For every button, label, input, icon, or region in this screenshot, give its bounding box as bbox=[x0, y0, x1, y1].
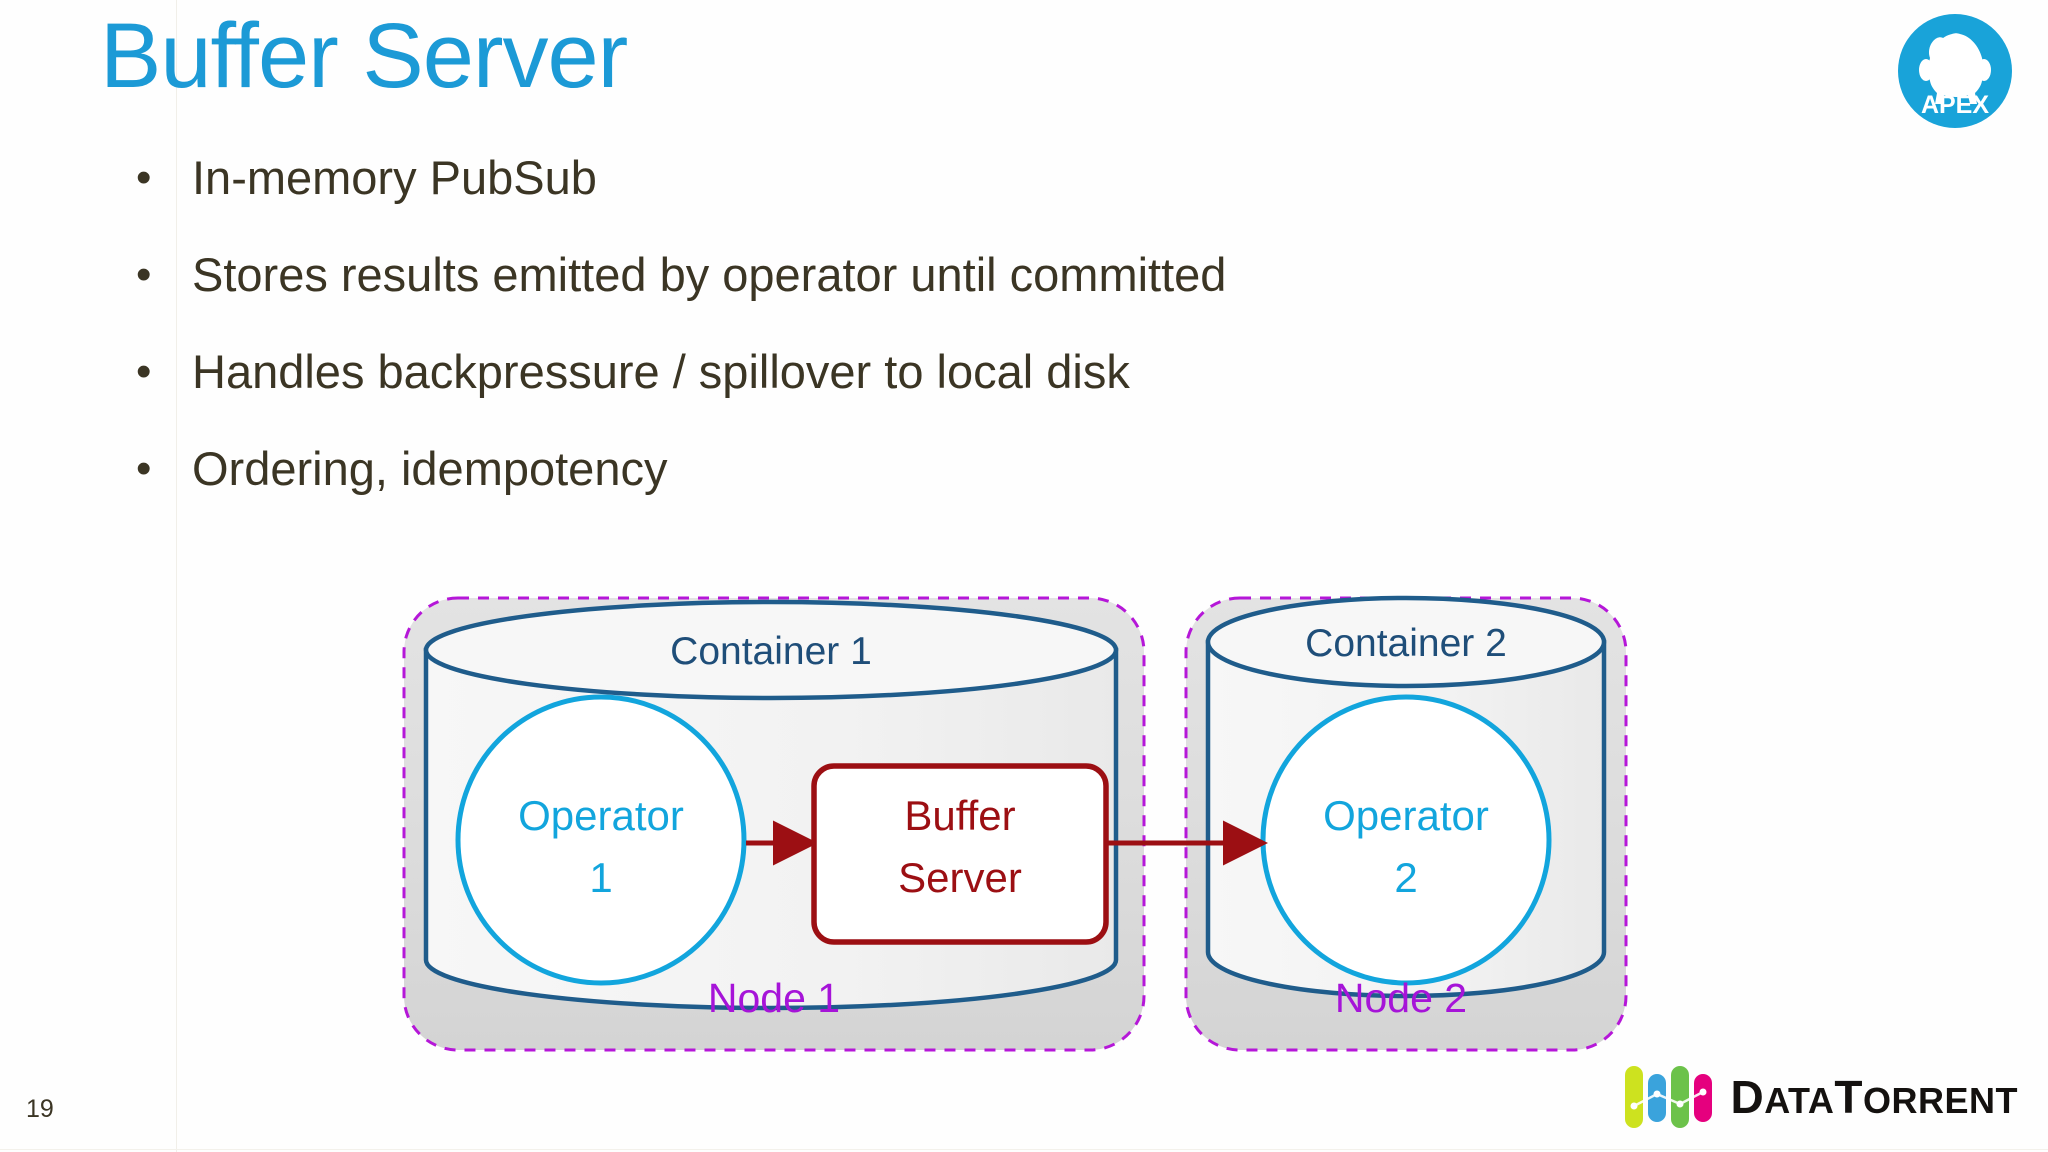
buffer-server-label-line1: Buffer bbox=[904, 792, 1015, 839]
list-item: • Stores results emitted by operator unt… bbox=[120, 247, 1820, 344]
container-1-label: Container 1 bbox=[670, 630, 872, 673]
container-1-top bbox=[423, 599, 1119, 701]
diagram-svg: Container 1 Operator 1 Buffer Server Nod… bbox=[402, 595, 1628, 1052]
datatorrent-wordmark-orrent: ORRENT bbox=[1863, 1080, 2018, 1121]
node-2: Container 2 Operator 2 Node 2 bbox=[1184, 595, 1628, 1052]
operator-2-label-line1: Operator bbox=[1323, 792, 1489, 839]
bullet-text: Ordering, idempotency bbox=[192, 442, 668, 495]
operator-2: Operator 2 bbox=[1260, 694, 1552, 986]
buffer-server-label-line2: Server bbox=[898, 854, 1022, 901]
datatorrent-wordmark-ata: ATA bbox=[1764, 1080, 1835, 1121]
bullet-text: In-memory PubSub bbox=[192, 151, 597, 204]
operator-1-label-line1: Operator bbox=[518, 792, 684, 839]
list-item: • Handles backpressure / spillover to lo… bbox=[120, 344, 1820, 441]
bullet-marker-icon: • bbox=[136, 444, 152, 493]
container-2-label: Container 2 bbox=[1305, 622, 1507, 665]
operator-1: Operator 1 bbox=[455, 694, 747, 986]
buffer-server-box bbox=[811, 763, 1109, 945]
page-title: Buffer Server bbox=[100, 5, 628, 107]
datatorrent-wordmark-d: D bbox=[1730, 1071, 1765, 1123]
operator-2-circle bbox=[1260, 694, 1552, 986]
bullet-marker-icon: • bbox=[136, 153, 152, 202]
list-item: • In-memory PubSub bbox=[120, 150, 1820, 247]
node-1-label: Node 1 bbox=[708, 975, 840, 1021]
bullet-marker-icon: • bbox=[136, 347, 152, 396]
datatorrent-wordmark: DATATORRENT bbox=[1731, 1070, 2019, 1124]
operator-1-label-line2: 1 bbox=[589, 854, 612, 901]
apex-logo: APEX bbox=[1896, 12, 2014, 130]
architecture-diagram: Container 1 Operator 1 Buffer Server Nod… bbox=[396, 590, 1636, 1060]
bullet-list: • In-memory PubSub • Stores results emit… bbox=[120, 150, 1820, 538]
bullet-marker-icon: • bbox=[136, 250, 152, 299]
bullet-text: Stores results emitted by operator until… bbox=[192, 248, 1227, 301]
datatorrent-wordmark-t: T bbox=[1834, 1071, 1863, 1123]
container-2-top bbox=[1205, 595, 1607, 689]
node-2-label: Node 2 bbox=[1335, 975, 1467, 1021]
buffer-server: Buffer Server bbox=[811, 763, 1109, 945]
apex-gorilla-icon bbox=[1919, 33, 1991, 104]
bottom-rule bbox=[0, 1149, 2048, 1150]
bullet-text: Handles backpressure / spillover to loca… bbox=[192, 345, 1130, 398]
left-vertical-rule bbox=[176, 0, 177, 1152]
apex-logo-wordmark: APEX bbox=[1921, 91, 1989, 119]
node-1: Container 1 Operator 1 Buffer Server Nod… bbox=[402, 596, 1146, 1052]
slide-number: 19 bbox=[26, 1095, 54, 1123]
datatorrent-logo: DATATORRENT bbox=[1623, 1064, 2019, 1130]
operator-1-circle bbox=[455, 694, 747, 986]
apex-logo-svg: APEX bbox=[1898, 14, 2012, 128]
operator-2-label-line2: 2 bbox=[1394, 854, 1417, 901]
list-item: • Ordering, idempotency bbox=[120, 441, 1820, 538]
datatorrent-bars-icon bbox=[1624, 1066, 1712, 1128]
